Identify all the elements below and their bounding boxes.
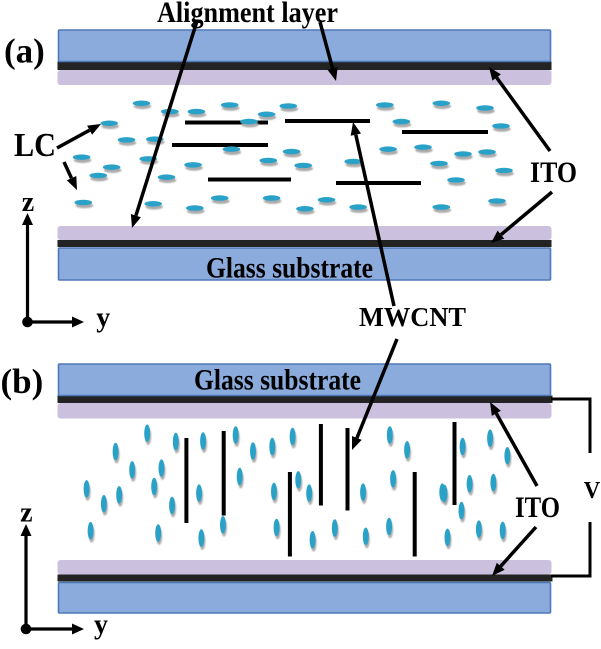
svg-text:z: z [22, 187, 34, 218]
svg-text:y: y [96, 303, 110, 334]
svg-text:(b): (b) [1, 362, 44, 401]
svg-text:Glass substrate: Glass substrate [194, 364, 361, 397]
svg-text:ITO: ITO [515, 491, 560, 524]
svg-text:(a): (a) [4, 32, 45, 71]
svg-text:LC: LC [14, 127, 56, 164]
svg-text:V: V [584, 478, 601, 504]
svg-text:z: z [20, 498, 32, 529]
svg-text:Glass substrate: Glass substrate [206, 252, 373, 285]
svg-text:y: y [94, 610, 108, 641]
svg-text:ITO: ITO [530, 156, 577, 189]
svg-text:MWCNT: MWCNT [359, 302, 466, 332]
svg-text:Alignment layer: Alignment layer [157, 0, 338, 29]
